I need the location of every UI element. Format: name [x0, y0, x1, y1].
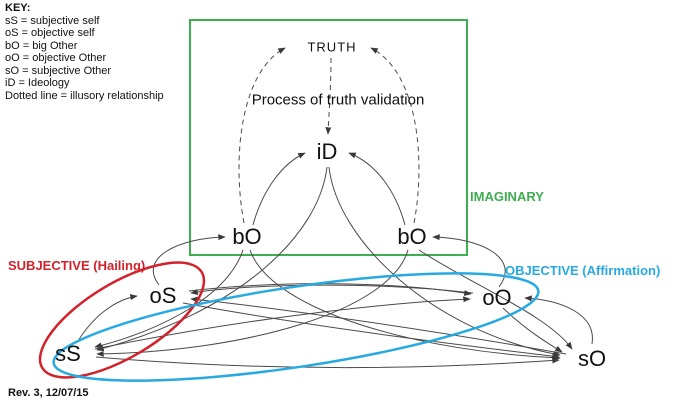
edge-sS-oO: [94, 296, 471, 350]
edge-bOleft-sO: [249, 249, 561, 361]
edge-truth-iD: [325, 57, 332, 135]
edge-iD-sS: [96, 166, 328, 352]
node-sS: sS: [55, 341, 81, 366]
key-entry: sO = subjective Other: [5, 64, 112, 77]
edge-bOleft-truth: [238, 47, 286, 224]
edge-bOleft-iD: [252, 152, 306, 226]
edge-oO-sO: [502, 307, 563, 353]
node-oS: oS: [149, 283, 177, 308]
edge-bOright-iD: [348, 152, 406, 226]
key-entry: sS = subjective self: [5, 14, 100, 27]
edge-sO-oO: [524, 295, 593, 345]
subjective-ellipse: [38, 261, 206, 379]
revision-note: Rev. 3, 12/07/15: [8, 387, 89, 399]
node-truth: TRUTH: [307, 39, 357, 55]
node-iD: iD: [316, 139, 338, 164]
node-sO: sO: [577, 346, 607, 371]
node-bO-right: bO: [397, 224, 427, 249]
edge-bOright-sO: [418, 249, 573, 350]
key-entry: iD = Ideology: [5, 77, 70, 89]
edge-bOleft-sS: [94, 249, 244, 349]
imaginary-box: [189, 19, 468, 256]
edge-bOright-truth: [370, 47, 420, 224]
key-entry: oS = objective self: [5, 27, 95, 39]
key-entry: oO = objective Other: [5, 52, 107, 64]
node-oO: oO: [482, 285, 512, 310]
key-entry: bO = big Other: [5, 39, 78, 52]
imaginary-region-label: IMAGINARY: [470, 189, 544, 204]
key-entry: Dotted line = illusory relationship: [5, 89, 164, 102]
key-title: KEY:: [5, 2, 31, 14]
edge-sS-oS: [77, 294, 138, 342]
objective-region-label: OBJECTIVE (Affirmation): [505, 263, 661, 278]
edge-bOright-sS: [96, 249, 409, 357]
objective-ellipse: [52, 272, 540, 382]
edge-sO-oS: [190, 296, 567, 355]
edge-iD-sO: [328, 166, 561, 357]
node-bO-left: bO: [232, 224, 262, 249]
subjective-region-label: SUBJECTIVE (Hailing): [8, 258, 146, 273]
process-of-truth-validation-label: Process of truth validation: [251, 91, 425, 109]
edge-sS-sO: [95, 356, 560, 368]
key-legend: KEY: sS = subjective self oS = objective…: [5, 2, 164, 102]
edge-oS-oO: [188, 283, 472, 296]
edge-oS-bOleft: [152, 234, 226, 286]
edge-oS-sO: [182, 302, 560, 360]
edge-oO-bOright: [432, 234, 506, 288]
